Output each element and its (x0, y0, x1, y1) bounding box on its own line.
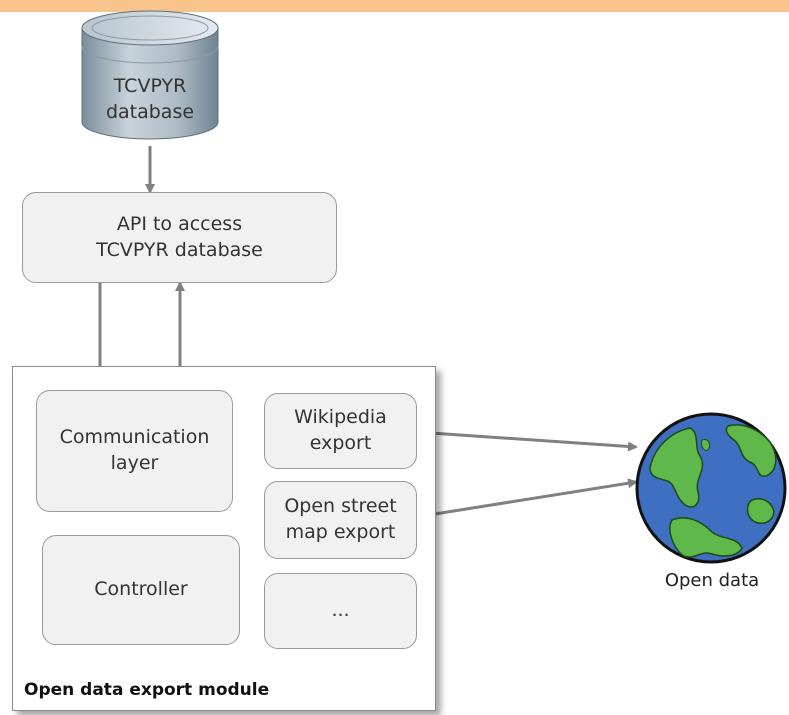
arrow-wikipedia-to-open-data (415, 430, 638, 452)
communication-layer-box: Communication layer (36, 390, 233, 512)
database-icon (81, 10, 219, 140)
more-exports-box: ... (264, 573, 417, 649)
api-box: API to access TCVPYR database (22, 192, 337, 283)
wikipedia-export-box: Wikipedia export (264, 393, 417, 469)
controller-box: Controller (42, 535, 240, 645)
module-title: Open data export module (24, 680, 270, 700)
globe-icon (635, 412, 787, 564)
arrow-osm-to-open-data (415, 478, 638, 519)
header-bar (0, 0, 789, 12)
database-label: TCVPYR database (105, 75, 195, 123)
open-data-label: Open data (664, 570, 760, 591)
osm-export-box: Open street map export (264, 481, 417, 559)
